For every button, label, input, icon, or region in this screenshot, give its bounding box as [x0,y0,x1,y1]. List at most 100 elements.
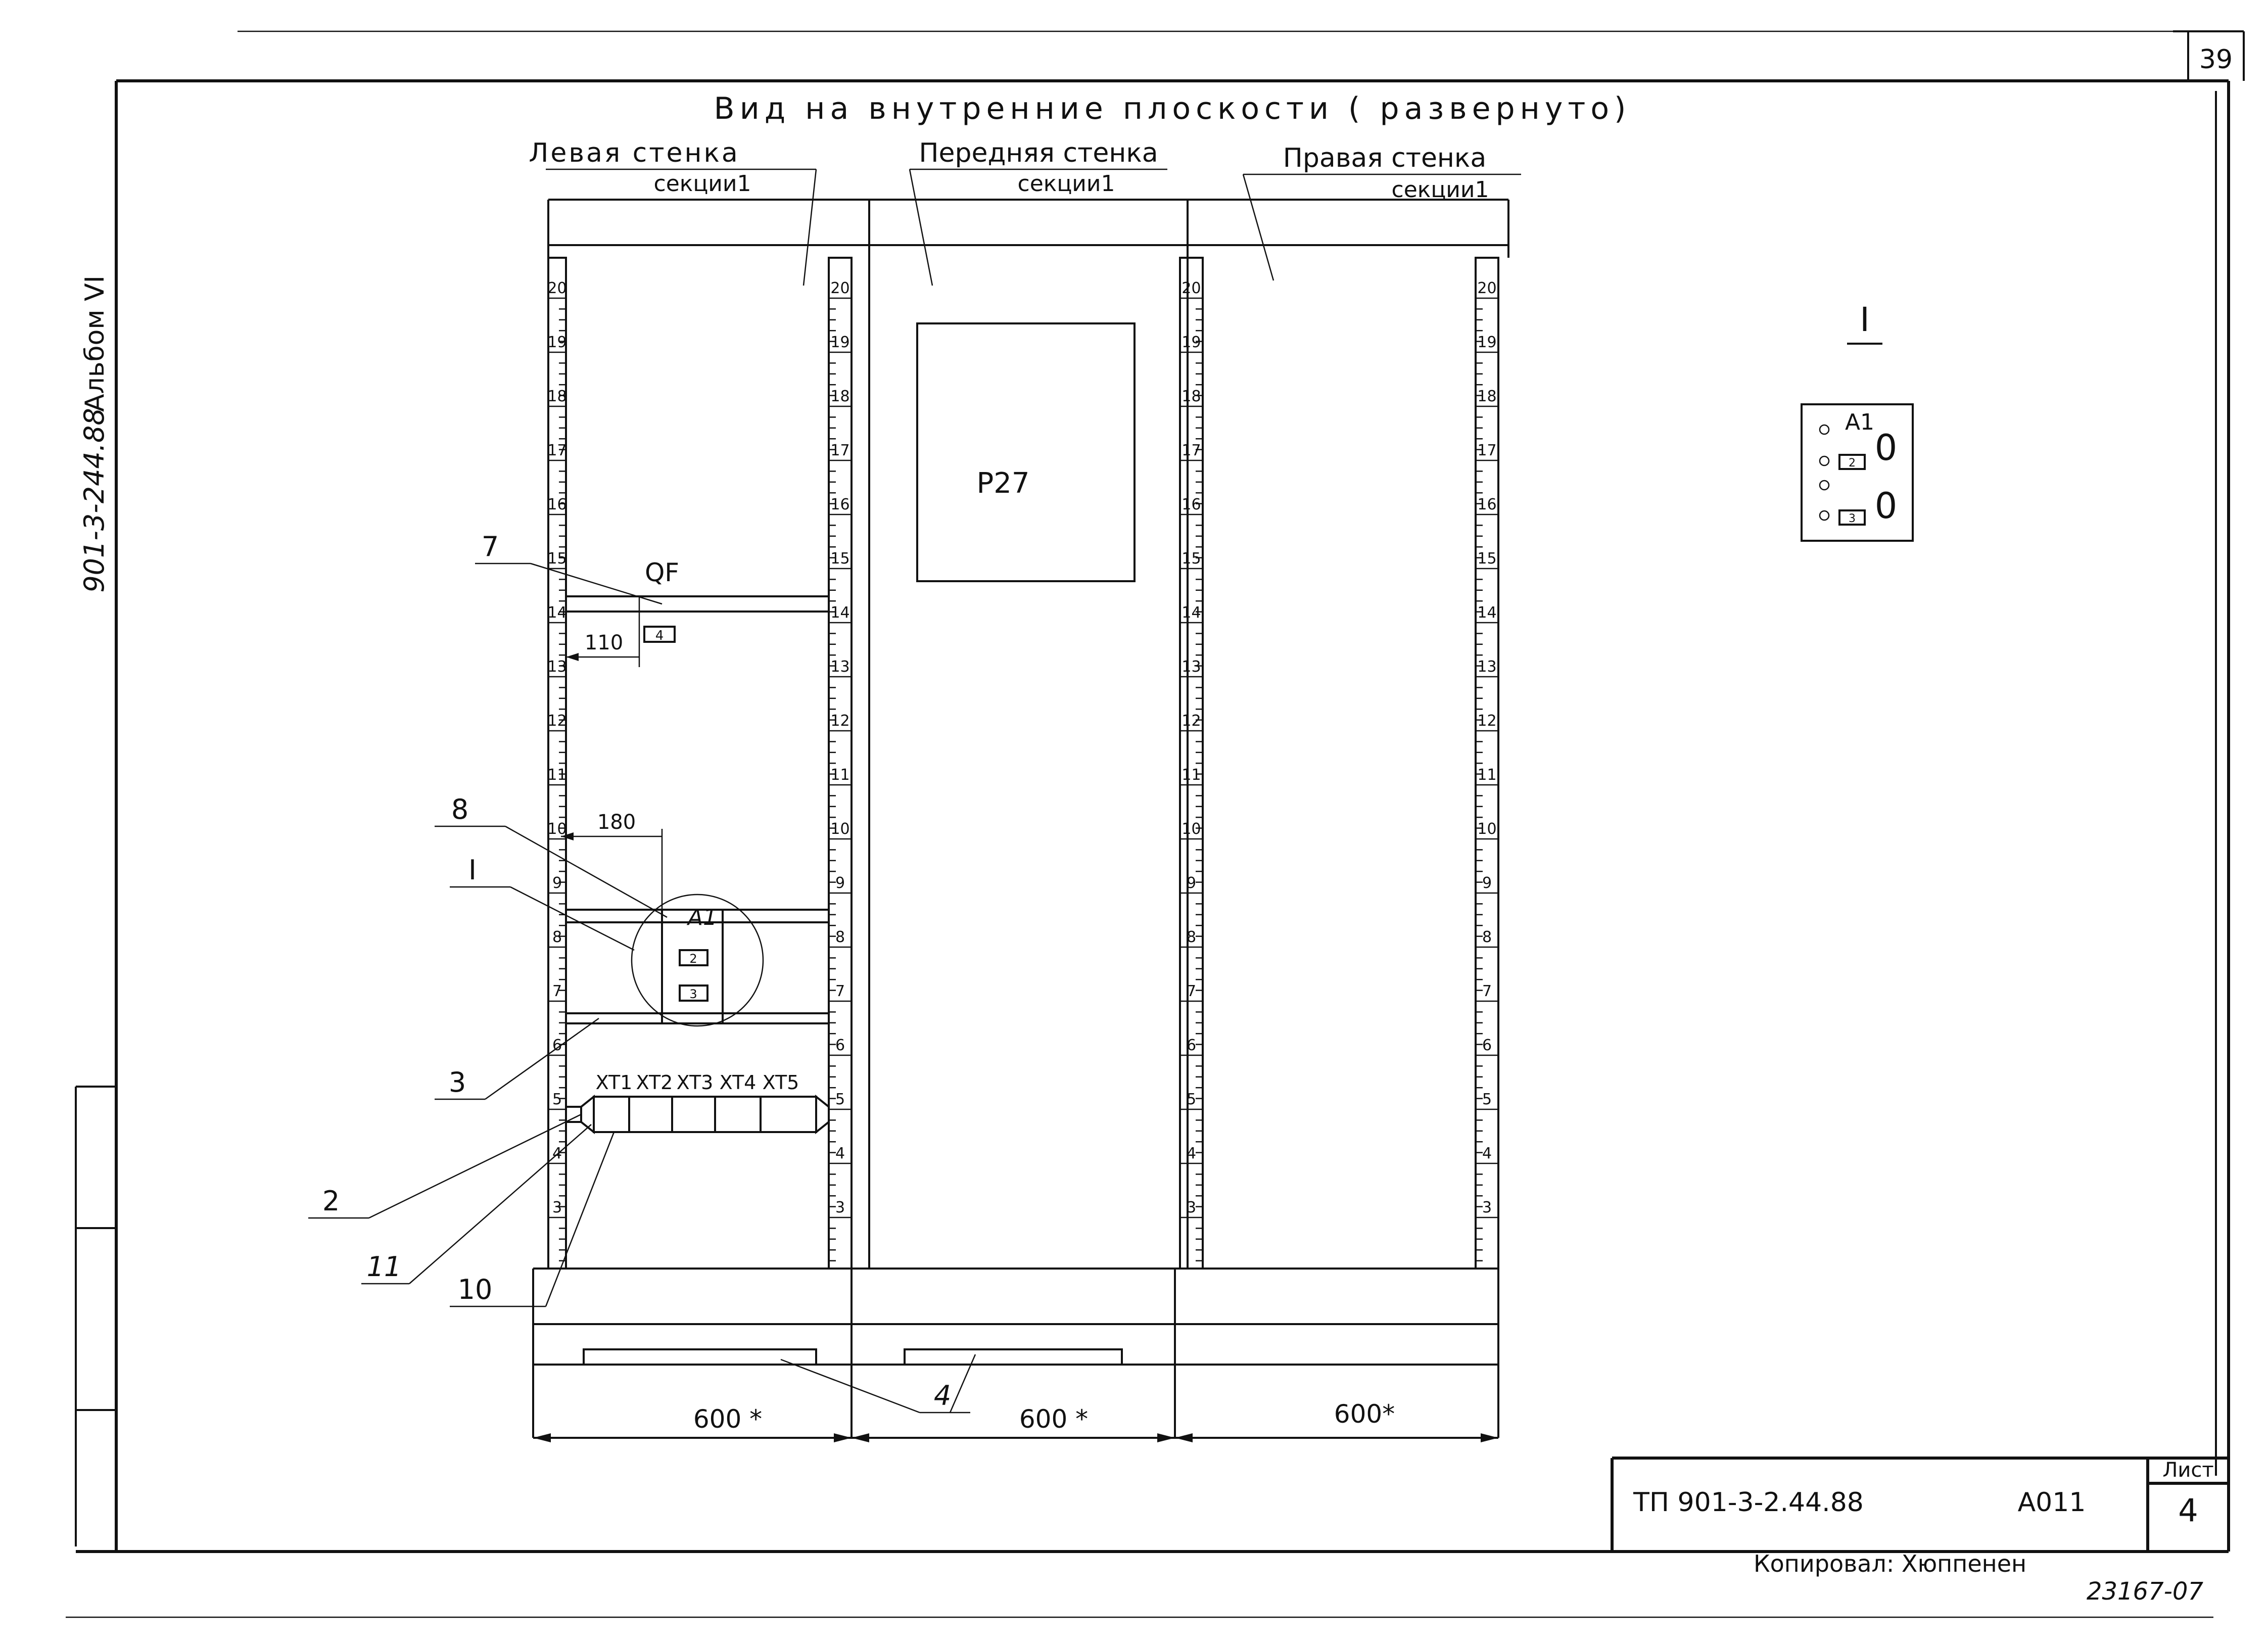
detail-dot-1 [1819,424,1830,435]
module-box-2-number: 2 [689,952,697,966]
detail-I-label: I [1860,300,1869,339]
width-right-label: 600* [1334,1399,1395,1429]
rail-scale-label: 18 [1182,388,1201,405]
title-block-sheet-value: 4 [2178,1492,2198,1529]
left-wall-title: Левая стенка [529,138,740,168]
callout-4: 4 [934,1380,951,1412]
rail-scale-label: 17 [1182,442,1201,459]
breaker-box-number: 4 [655,628,664,643]
rail-scale-label: 13 [830,658,849,676]
rail-scale-label: 19 [547,334,566,351]
rail-scale-label: 7 [835,982,845,1000]
rail-scale-label: 17 [547,442,566,459]
rail-scale-label: 8 [1482,928,1492,946]
front-wall-title: Передняя стенка [919,138,1158,168]
rail-scale-label: 5 [835,1091,845,1108]
width-left-label: 600 * [693,1404,762,1434]
rail-scale-label: 4 [835,1145,845,1162]
terminal-block [566,1094,830,1135]
rail-scale-label: 20 [830,279,849,297]
rail-scale-label: 16 [547,496,566,513]
detail-dot-2 [1819,455,1830,466]
rail-scale-label: 5 [1482,1091,1492,1108]
rail-scale-label: 3 [1187,1199,1196,1216]
rail-scale-label: 15 [830,550,849,568]
sheet-number: 39 [2199,44,2233,75]
rail-scale-label: 19 [1182,334,1201,351]
terminal-XT5: XT5 [763,1071,799,1094]
rail-scale-label: 6 [835,1037,845,1054]
mounting-rails: 2019181716151413121110987654320191817161… [547,257,1499,1270]
title-block-frame [1611,1457,2229,1552]
rail-scale-label: 18 [830,388,849,405]
callout-10: 10 [458,1274,493,1305]
rail-scale-label: 10 [830,820,849,838]
rail-scale-label: 13 [1182,658,1201,676]
rail-scale-label: 14 [547,604,566,622]
front-wall-subtitle: секции1 [1018,171,1115,197]
terminal-XT3: XT3 [677,1071,714,1094]
detail-I-callout-circle [631,894,764,1027]
rail-scale-label: 10 [1182,820,1201,838]
module-box-2 [679,949,708,966]
project-code-vertical: 901-3-244.88 [78,408,110,592]
detail-zero-2: 0 [1875,485,1898,527]
rail-scale-label: 14 [830,604,849,622]
rail-scale-label: 12 [547,712,566,730]
sheet-frame [66,30,2245,1618]
dimension-180 [561,829,663,910]
rail-scale-label: 18 [1477,388,1496,405]
rail-scale-label: 11 [1182,766,1201,784]
rail-scale-label: 10 [1477,820,1496,838]
dimension-180-label: 180 [597,811,636,834]
rail-scale-label: 9 [835,874,845,892]
title-block-document: ТП 901-3-2.44.88 [1633,1487,1864,1518]
breaker-rail [566,595,829,613]
rail-scale-label: 15 [1477,550,1496,568]
rail-scale-label: 9 [552,874,562,892]
rail-scale-label: 7 [552,982,562,1000]
cabinet-outline [532,199,1509,1438]
rail-scale-label: 7 [1482,982,1492,1000]
callout-I: I [468,854,477,886]
width-dimensions [533,1433,1498,1442]
detail-dot-3 [1819,480,1830,491]
rail-scale-label: 9 [1187,874,1196,892]
copied-by: Копировал: Хюппенен [1754,1550,2026,1577]
rail-scale-label: 6 [1482,1037,1492,1054]
right-wall-subtitle: секции1 [1392,177,1489,203]
rail-scale-label: 15 [1182,550,1201,568]
drawing-title: Вид на внутренние плоскости ( развернуто… [714,91,1631,126]
relay-panel [916,322,1136,582]
rail-scale-label: 13 [1477,658,1496,676]
callout-2: 2 [322,1185,340,1217]
right-wall-title: Правая стенка [1283,143,1486,173]
callout-7: 7 [482,531,499,562]
title-leaders [546,168,1521,286]
rail-scale-label: 3 [1482,1199,1492,1216]
detail-box-2 [1838,454,1866,470]
rail-scale-label: 20 [1477,279,1496,297]
detail-box-2-number: 2 [1849,457,1856,470]
rail-scale-label: 17 [1477,442,1496,459]
rail-scale-label: 4 [1187,1145,1196,1162]
title-block-sheet-label: Лист [2162,1459,2213,1482]
detail-box-3-number: 3 [1849,512,1856,525]
detail-module-label: A1 [1845,409,1874,435]
terminal-XT1: XT1 [596,1071,633,1094]
rail-scale-label: 12 [1182,712,1201,730]
rail-scale-label: 5 [1187,1091,1196,1108]
rail-scale-label: 20 [547,279,566,297]
width-mid-label: 600 * [1019,1404,1088,1434]
module-label: A1 [686,905,717,930]
rail-scale-label: 5 [552,1091,562,1108]
rail-scale-label: 20 [1182,279,1201,297]
rail-scale-label: 3 [835,1199,845,1216]
rail-scale-label: 10 [547,820,566,838]
callout-leaders [308,562,976,1414]
rail-scale-label: 3 [552,1199,562,1216]
module-rail [566,909,829,1024]
archive-number: 23167-07 [2087,1577,2204,1606]
rail-scale-label: 15 [547,550,566,568]
